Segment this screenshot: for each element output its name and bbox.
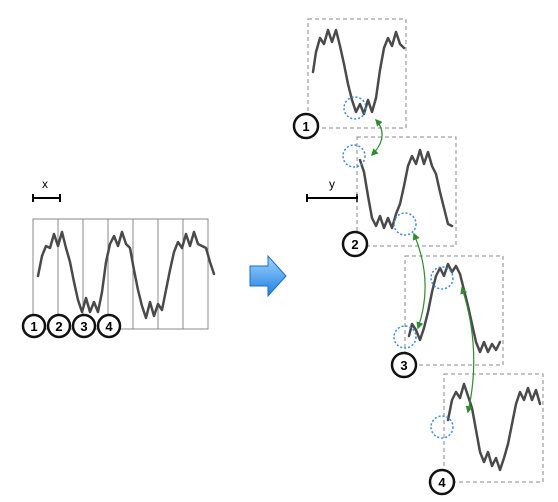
window-3: 3: [390, 255, 504, 379]
badge-1: 1: [21, 313, 47, 339]
svg-text:3: 3: [400, 358, 407, 373]
segment-frame: [182, 218, 209, 330]
badge-1: 1: [292, 112, 320, 140]
badge-4: 4: [96, 313, 122, 339]
y-scale-bar: y: [306, 177, 358, 202]
badge-4: 4: [428, 468, 456, 496]
overlap-highlight: [430, 415, 454, 439]
svg-text:1: 1: [302, 119, 309, 134]
svg-text:2: 2: [351, 237, 358, 252]
double-arrow-icon: [460, 286, 475, 414]
window-4: 4: [428, 373, 544, 496]
source-signal-panel: x 1 2 3 4: [21, 177, 216, 339]
overlap-links: [371, 118, 475, 414]
double-arrow-icon: [412, 232, 426, 330]
window-1: 1: [292, 18, 407, 140]
double-arrow-icon: [371, 118, 383, 157]
badge-2: 2: [46, 313, 72, 339]
svg-text:4: 4: [105, 319, 113, 334]
segment-frame: [157, 218, 184, 330]
x-scale-label: x: [42, 177, 48, 191]
svg-text:4: 4: [438, 475, 446, 490]
source-waveform: [36, 230, 216, 320]
svg-text:1: 1: [30, 319, 37, 334]
svg-text:2: 2: [55, 319, 62, 334]
badge-3: 3: [390, 351, 418, 379]
badge-2: 2: [341, 230, 369, 258]
y-scale-label: y: [329, 177, 335, 191]
badge-3: 3: [71, 313, 97, 339]
svg-text:3: 3: [80, 319, 87, 334]
overlap-highlight: [393, 212, 417, 236]
overlap-highlight: [430, 266, 454, 290]
overlap-highlight: [343, 96, 367, 120]
right-arrow-icon: [249, 254, 287, 298]
overlap-highlight: [393, 325, 417, 349]
x-scale-bar: x: [32, 177, 61, 202]
window-2: 2: [341, 136, 457, 258]
overlap-highlight: [342, 144, 366, 168]
